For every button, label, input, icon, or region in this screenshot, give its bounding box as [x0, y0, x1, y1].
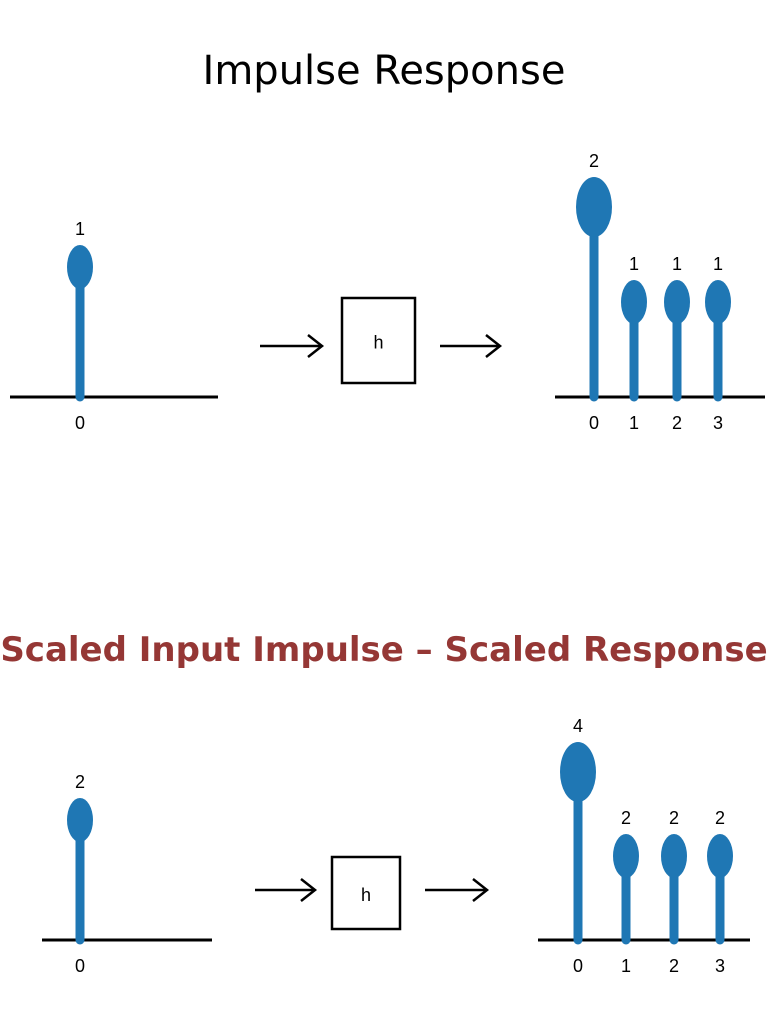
top-output-stem-head-1	[621, 280, 647, 324]
top-output-index-label-2: 2	[672, 413, 682, 433]
top-output-stem-head-0	[576, 177, 612, 237]
top-panel-title: Impulse Response	[202, 48, 566, 94]
top-output-index-label-0: 0	[589, 413, 599, 433]
bottom-output-value-label-0: 4	[573, 716, 583, 736]
bottom-arrow-in-head	[300, 878, 318, 902]
bottom-output-stem-head-2	[661, 834, 687, 878]
top-output-value-label-0: 2	[589, 151, 599, 171]
top-output-value-label-2: 1	[672, 254, 682, 274]
top-input-stem-head-0	[67, 245, 93, 289]
top-output-index-label-1: 1	[629, 413, 639, 433]
bottom-input-stem-head-0	[67, 798, 93, 842]
top-output-stem-head-3	[705, 280, 731, 324]
top-system-box	[340, 296, 417, 385]
bottom-output-value-label-1: 2	[621, 808, 631, 828]
top-output-value-label-1: 1	[629, 254, 639, 274]
bottom-output-stem-head-1	[613, 834, 639, 878]
bottom-output-value-label-2: 2	[669, 808, 679, 828]
bottom-output-index-label-0: 0	[573, 956, 583, 976]
bottom-panel-title: Scaled Input Impulse – Scaled Response	[0, 630, 768, 670]
bottom-system-box	[330, 855, 402, 931]
top-output-index-label-3: 3	[713, 413, 723, 433]
bottom-output-index-label-2: 2	[669, 956, 679, 976]
top-output-stem-head-2	[664, 280, 690, 324]
impulse-response-diagram: 1 0 h 2 0 1 1 1 2 1 3	[10, 151, 765, 433]
bottom-system-label: h	[361, 885, 371, 905]
bottom-output-index-label-3: 3	[715, 956, 725, 976]
top-output-value-label-3: 1	[713, 254, 723, 274]
bottom-output-stem-head-3	[707, 834, 733, 878]
bottom-output-value-label-3: 2	[715, 808, 725, 828]
top-input-value-label-0: 1	[75, 219, 85, 239]
bottom-input-value-label-0: 2	[75, 772, 85, 792]
bottom-arrow-out-head	[472, 878, 490, 902]
bottom-output-index-label-1: 1	[621, 956, 631, 976]
scaled-response-diagram: 2 0 h 4 0 2 1 2 2 2 3	[42, 716, 750, 976]
top-arrow-in-head	[307, 334, 325, 358]
top-arrow-out-head	[485, 334, 503, 358]
bottom-input-index-label-0: 0	[75, 956, 85, 976]
bottom-output-stem-head-0	[560, 742, 596, 802]
top-input-index-label-0: 0	[75, 413, 85, 433]
top-system-label: h	[373, 333, 383, 353]
